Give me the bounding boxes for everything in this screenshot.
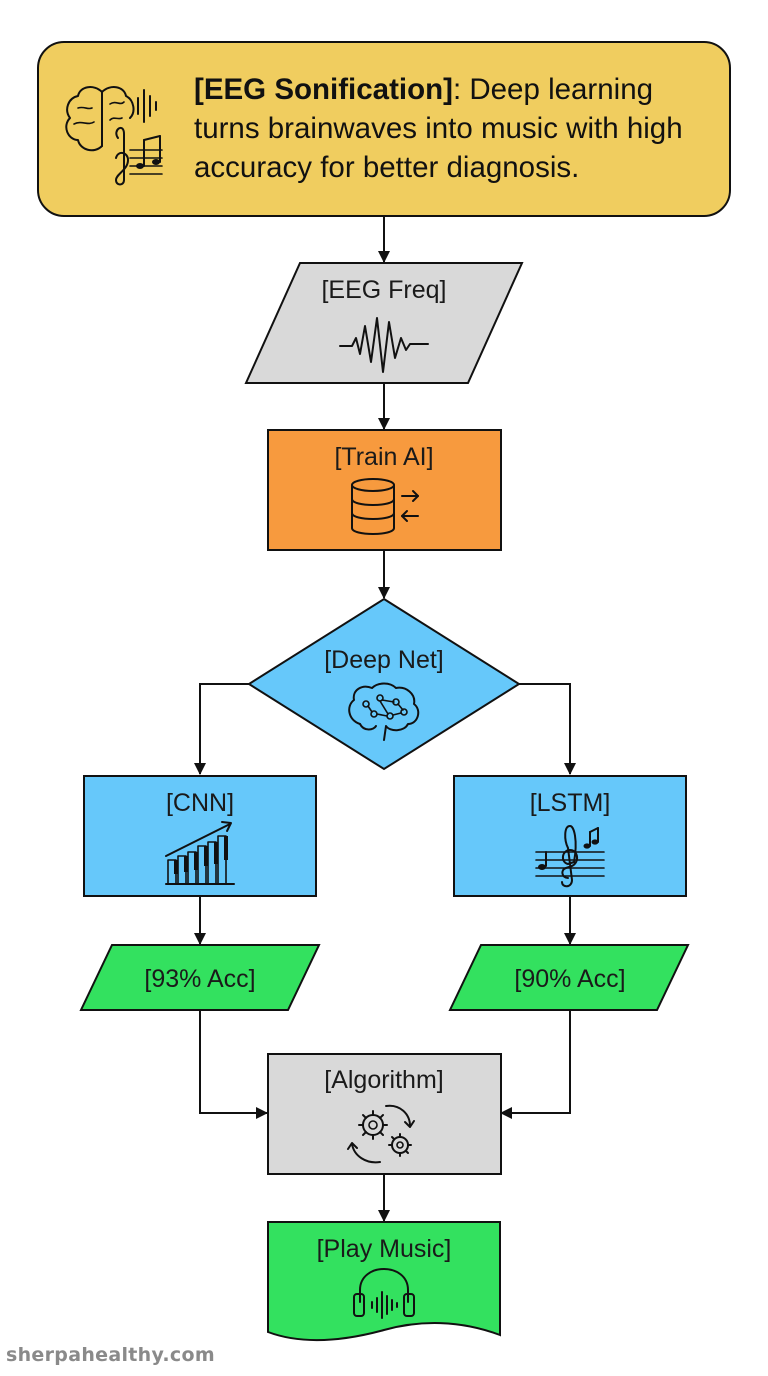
acc-cnn-node: [79, 944, 321, 1011]
acc-lstm-node: [448, 944, 690, 1011]
gears-cycle-icon: [347, 1104, 415, 1164]
play-music-node: [267, 1221, 501, 1342]
connector-acc-cnn-to-algorithm: [199, 1010, 268, 1119]
bar-chart-growth-icon: [165, 821, 235, 885]
eeg-freq-label: [EEG Freq]: [321, 276, 446, 304]
header-title: [EEG Sonification]: [194, 73, 453, 106]
algorithm-node: [267, 1053, 502, 1175]
connector-acc-lstm-to-algorithm: [500, 1010, 571, 1119]
eeg-freq-node: [244, 262, 524, 384]
cnn-label: [CNN]: [166, 789, 234, 817]
brain-network-icon: [348, 682, 420, 741]
deep-net-label: [Deep Net]: [324, 646, 444, 674]
train-ai-label: [Train AI]: [334, 443, 433, 471]
play-music-label: [Play Music]: [317, 1235, 452, 1263]
headphones-icon: [353, 1268, 415, 1319]
lstm-label: [LSTM]: [530, 789, 611, 817]
treble-clef-icon: [535, 825, 605, 888]
header-description: [EEG Sonification]: Deep learning turns …: [194, 70, 724, 187]
acc-cnn-label: [93% Acc]: [144, 965, 255, 993]
header-subtitle: : Deep learning turns brainwaves into mu…: [194, 73, 683, 184]
connector-deepnet-to-lstm: [519, 683, 576, 775]
cnn-node: [83, 775, 317, 897]
algorithm-label: [Algorithm]: [324, 1066, 443, 1094]
watermark-text: sherpahealthy.com: [6, 1344, 215, 1366]
database-icon: [351, 478, 419, 535]
connector-deepnet-to-cnn: [194, 683, 249, 775]
waveform-icon: [339, 317, 429, 373]
lstm-node: [453, 775, 687, 897]
acc-lstm-label: [90% Acc]: [514, 965, 625, 993]
brain-music-icon: [65, 86, 163, 186]
